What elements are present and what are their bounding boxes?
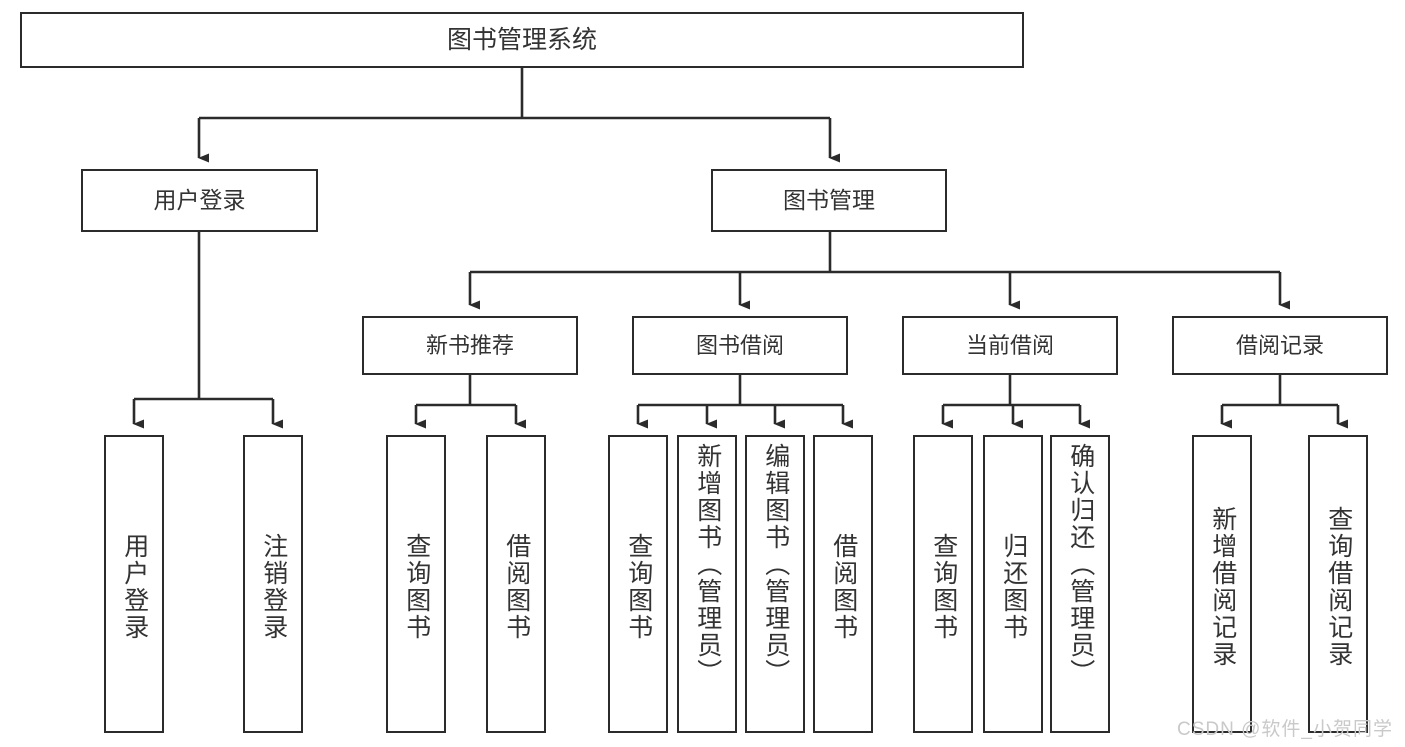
node-level2-book-borrow-label: 图书借阅 — [695, 332, 784, 358]
leaf-node-label: 查询图书 — [402, 533, 431, 641]
node-root[interactable]: 图书管理系统 — [20, 12, 1024, 68]
node-level2-current-borrow[interactable]: 当前借阅 — [902, 316, 1118, 375]
node-level1-book-management-label: 图书管理 — [783, 187, 875, 214]
node-level2-new-book-recommend-label: 新书推荐 — [425, 332, 514, 358]
leaf-node[interactable]: 查询图书 — [913, 435, 973, 733]
leaf-node-label: 新增图书（管理员） — [693, 443, 722, 686]
leaf-node[interactable]: 新增图书（管理员） — [677, 435, 737, 733]
leaf-node[interactable]: 查询图书 — [608, 435, 668, 733]
csdn-watermark: CSDN @软件_小贺同学 — [1177, 719, 1393, 740]
node-level1-user-login-label: 用户登录 — [153, 187, 246, 214]
node-level1-book-management[interactable]: 图书管理 — [711, 169, 947, 232]
node-level2-borrow-record-label: 借阅记录 — [1235, 332, 1324, 358]
leaf-node[interactable]: 归还图书 — [983, 435, 1043, 733]
node-level1-user-login[interactable]: 用户登录 — [81, 169, 318, 232]
leaf-node-label: 新增借阅记录 — [1208, 506, 1237, 668]
node-level2-new-book-recommend[interactable]: 新书推荐 — [362, 316, 578, 375]
node-root-label: 图书管理系统 — [446, 25, 597, 54]
node-level2-borrow-record[interactable]: 借阅记录 — [1172, 316, 1388, 375]
leaf-node[interactable]: 新增借阅记录 — [1192, 435, 1252, 733]
leaf-node[interactable]: 查询借阅记录 — [1308, 435, 1368, 733]
leaf-node-label: 用户登录 — [120, 533, 149, 641]
leaf-node-label: 查询图书 — [624, 533, 653, 641]
leaf-node-label: 确认归还（管理员） — [1066, 443, 1095, 686]
leaf-node-label: 借阅图书 — [829, 533, 858, 641]
leaf-node[interactable]: 注销登录 — [243, 435, 303, 733]
leaf-node-label: 归还图书 — [999, 533, 1028, 641]
leaf-node[interactable]: 借阅图书 — [486, 435, 546, 733]
node-level2-book-borrow[interactable]: 图书借阅 — [632, 316, 848, 375]
leaf-node-label: 编辑图书（管理员） — [761, 443, 790, 686]
leaf-node[interactable]: 借阅图书 — [813, 435, 873, 733]
leaf-node-label: 注销登录 — [259, 533, 288, 641]
leaf-node-label: 查询借阅记录 — [1324, 506, 1353, 668]
leaf-node-label: 借阅图书 — [502, 533, 531, 641]
leaf-node[interactable]: 查询图书 — [386, 435, 446, 733]
leaf-node-label: 查询图书 — [929, 533, 958, 641]
leaf-node[interactable]: 用户登录 — [104, 435, 164, 733]
node-level2-current-borrow-label: 当前借阅 — [965, 332, 1054, 358]
leaf-node[interactable]: 编辑图书（管理员） — [745, 435, 805, 733]
leaf-node[interactable]: 确认归还（管理员） — [1050, 435, 1110, 733]
